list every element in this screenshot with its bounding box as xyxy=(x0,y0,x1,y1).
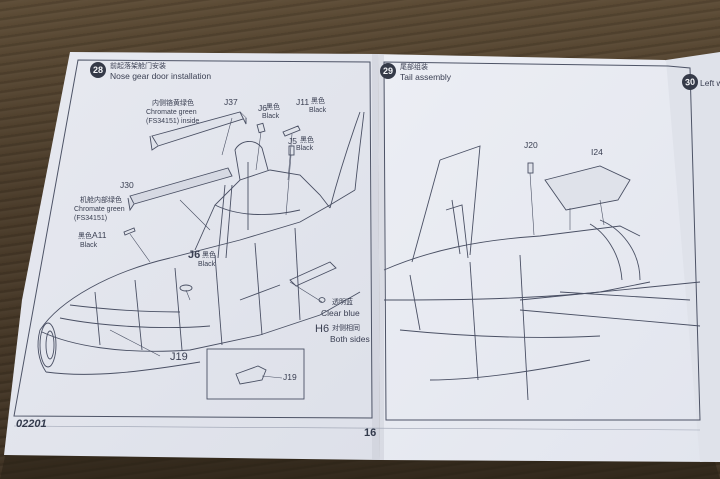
label-a11: A11 xyxy=(92,230,107,240)
step-30-number: 30 xyxy=(684,76,696,88)
footer-rule xyxy=(13,425,701,431)
label-j6-mid: J6 xyxy=(188,249,201,261)
step-28-title-cn: 前起落架舱门安装 xyxy=(110,63,166,70)
page-gutter xyxy=(372,54,384,460)
note-door-inside-en2: (FS34151) inside xyxy=(146,118,200,125)
part-j20-drawing xyxy=(527,162,534,174)
label-j6-top: J6 xyxy=(258,103,267,113)
label-j19: J19 xyxy=(170,351,188,363)
label-j6-mid-en: Black xyxy=(198,261,216,268)
left-page-frame xyxy=(13,59,373,419)
part-j30-door-drawing xyxy=(127,167,233,212)
small-parts-drawing xyxy=(123,122,326,303)
label-h6-both-sides-cn: 对侧相同 xyxy=(332,325,360,332)
label-j30: J30 xyxy=(120,180,134,190)
label-j5-en: Black xyxy=(296,145,314,152)
step-29-badge: 29 xyxy=(380,63,396,79)
tail-assembly-drawing xyxy=(383,145,701,401)
label-j37: J37 xyxy=(224,97,238,107)
label-h6-both-sides-en: Both sides xyxy=(330,334,370,344)
note-bay-inside-cn: 机舱内部绿色 xyxy=(80,197,122,204)
j19-detail-part xyxy=(235,365,283,385)
label-j11-cn: 黑色 xyxy=(311,98,325,105)
booklet-code: 02201 xyxy=(16,418,47,430)
next-page-edge xyxy=(666,52,720,462)
right-page-frame xyxy=(383,61,701,421)
label-i24: I24 xyxy=(591,147,603,157)
note-door-inside-en1: Chromate green xyxy=(146,109,197,116)
label-j5-cn: 黑色 xyxy=(300,137,314,144)
label-j11-en: Black xyxy=(309,107,327,114)
step-29-number: 29 xyxy=(382,66,393,76)
label-j11: J11 xyxy=(296,97,310,107)
label-j6-top-cn: 黑色 xyxy=(266,104,280,111)
label-a11-en: Black xyxy=(80,242,98,249)
label-a11-cn: 黑色 xyxy=(78,233,92,240)
nose-fuselage-drawing xyxy=(37,111,365,375)
page-number: 16 xyxy=(364,427,377,439)
label-j6-mid-cn: 黑色 xyxy=(202,252,216,259)
note-bay-inside-en1: Chromate green xyxy=(74,206,125,213)
note-door-inside-cn: 内侧铬黄绿色 xyxy=(152,100,194,107)
label-h6-clear-blue-cn: 透明蓝 xyxy=(332,299,353,306)
step28-leader-lines xyxy=(109,117,323,357)
label-j20: J20 xyxy=(524,140,538,150)
part-i24-panel-drawing xyxy=(544,165,631,211)
step-30-title-en-partial: Left w xyxy=(700,78,720,88)
note-bay-inside-en2: (FS34151) xyxy=(74,215,108,222)
left-page xyxy=(4,52,380,460)
step-29-title-en: Tail assembly xyxy=(400,72,452,82)
label-h6-clear-blue-en: Clear blue xyxy=(321,308,360,318)
label-j5: J5 xyxy=(288,136,297,146)
label-j6-top-en: Black xyxy=(262,113,280,120)
step-28-badge: 28 xyxy=(90,62,106,78)
right-page xyxy=(378,54,720,462)
label-h6: H6 xyxy=(315,323,330,335)
step29-leader-lines xyxy=(529,172,605,236)
j19-detail-inset-box xyxy=(206,348,305,400)
step-28-title-en: Nose gear door installation xyxy=(110,71,212,81)
step-28-number: 28 xyxy=(92,65,103,75)
step-29-title-cn: 尾部组装 xyxy=(400,64,428,71)
label-j19-inset: J19 xyxy=(283,372,297,382)
part-j37-door-drawing xyxy=(149,111,247,151)
